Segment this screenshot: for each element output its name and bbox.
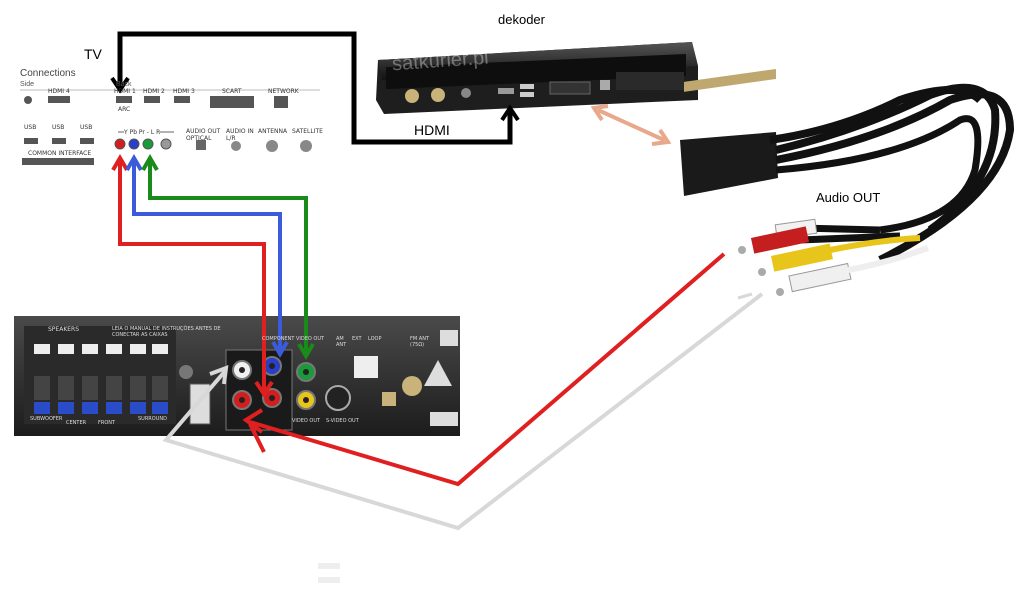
optical-port [196, 140, 206, 150]
decoder-hdmi-port [498, 88, 514, 94]
scart-arrow [590, 104, 672, 146]
port-label: USB [24, 124, 37, 131]
scart-port [210, 96, 254, 108]
tv-panel-back: Back [116, 81, 132, 88]
scart-pins [684, 68, 776, 92]
speaker-label: SUBWOOFER [30, 416, 63, 422]
port-label: SATELLITE [292, 128, 323, 135]
tv-label: TV [84, 46, 102, 62]
speaker-label: SURROUND [138, 416, 167, 422]
decoder-label-plate [616, 72, 684, 90]
port-label: AUDIO IN L/R [226, 128, 254, 142]
hdmi-cable [110, 31, 520, 145]
port-label: ANTENNA [258, 128, 288, 135]
audio-cable-white [162, 292, 764, 531]
fm-ant-label: FM ANT (75Ω) [410, 336, 429, 348]
component-arrow-red-end [254, 380, 274, 398]
am-ant-label: AM ANT [336, 336, 347, 348]
component-cable-green [141, 154, 315, 360]
usb-port [80, 138, 94, 144]
tv-panel-title: Connections [20, 68, 76, 79]
port-label: USB [80, 124, 93, 131]
s-video-out-label: S-VIDEO OUT [326, 418, 359, 424]
port-label: AUDIO OUT OPTICAL [186, 128, 221, 142]
hdmi1-port [116, 96, 132, 103]
rca-white-plug [788, 262, 852, 293]
arc-label: ARC [118, 106, 131, 113]
decoder-sat-in [461, 88, 471, 98]
port-label: USB [52, 124, 65, 131]
decoder-usb-port [520, 84, 534, 89]
tv-y-jack [114, 138, 126, 150]
hdmi2-port [144, 96, 160, 103]
component-label: Y Pb Pr - L R [124, 129, 161, 136]
audio-in-jack [231, 141, 241, 151]
hdmi-label: HDMI [414, 122, 450, 138]
component-video-out-label: COMPONENT VIDEO OUT [262, 336, 325, 342]
component-cable-red [111, 154, 266, 390]
port-label: NETWORK [268, 88, 299, 95]
decoder-box [376, 42, 698, 114]
audio-out-label: Audio OUT [816, 190, 881, 205]
tv-pb-jack [128, 138, 140, 150]
component-cable-blue [125, 154, 289, 358]
rca-red-plug [750, 226, 810, 254]
decoder-power-port [600, 80, 610, 90]
port-label: HDMI 2 [143, 88, 165, 95]
speakers-label: SPEAKERS [48, 326, 80, 333]
common-interface-label: COMMON INTERFACE [28, 150, 92, 157]
decoder-scart-port [549, 81, 591, 95]
speaker-label: FRONT [98, 420, 116, 426]
rca-yellow-plug [770, 243, 833, 272]
receiver-back-panel [14, 316, 460, 436]
antenna-jack [266, 140, 278, 152]
speaker-terminals [34, 344, 168, 414]
tv-lr-jack [160, 138, 172, 150]
decoder-usb-port [520, 92, 534, 97]
network-port [274, 96, 288, 108]
scart-cable [680, 68, 1015, 296]
dekoder-label: dekoder [498, 12, 545, 27]
port-label: HDMI 4 [48, 88, 70, 95]
tv-pr-jack [142, 138, 154, 150]
decoder-rf-out [431, 88, 445, 102]
port-label: HDMI 1 [114, 88, 136, 95]
ext-label: EXT [352, 336, 362, 342]
headphone-icon [24, 96, 32, 104]
port-label: SCART [222, 88, 242, 95]
hdmi3-port [174, 96, 190, 103]
video-out-label: VIDEO OUT [292, 418, 321, 424]
loop-label: LOOP [368, 336, 382, 342]
port-label: HDMI 3 [173, 88, 195, 95]
tv-panel-side: Side [20, 81, 35, 88]
satellite-jack [300, 140, 312, 152]
usb-port [52, 138, 66, 144]
hdmi4-port [48, 96, 70, 103]
tv-connections-panel [20, 89, 320, 165]
audio-cable-red [242, 252, 726, 487]
usb-port [24, 138, 38, 144]
common-interface-slot [22, 158, 94, 165]
receiver-warning: LEIA O MANUAL DE INSTRUÇÕES ANTES DE CON… [112, 326, 221, 338]
receiver-rca-jacks [232, 356, 351, 411]
decoder-rf-in [405, 89, 419, 103]
speaker-label: CENTER [66, 420, 87, 426]
